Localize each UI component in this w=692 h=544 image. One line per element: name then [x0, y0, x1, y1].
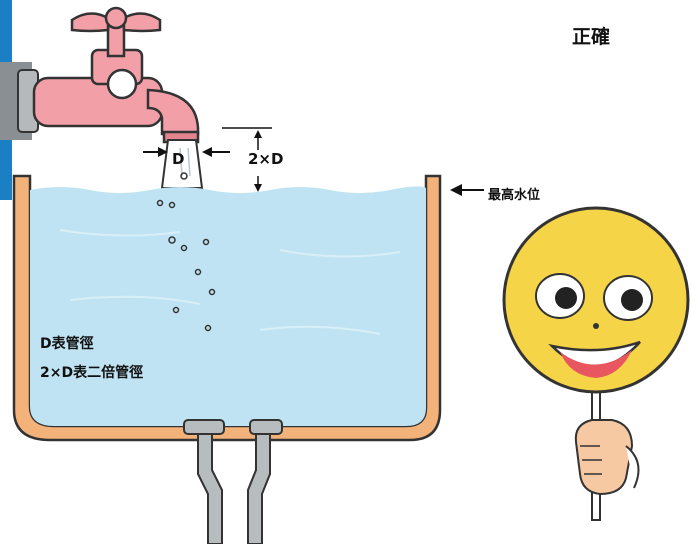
legend-line-1: D表管徑: [40, 336, 94, 352]
max-water-level-label: 最高水位: [488, 188, 541, 203]
water-stream: [160, 139, 204, 189]
air-bubbles: [156, 199, 216, 332]
pipe-diameter-label: D: [172, 150, 185, 168]
water-body: [30, 186, 426, 426]
diameter-dimension: [143, 147, 230, 157]
correct-label: 正確: [572, 26, 611, 48]
gap-dimension: [222, 127, 272, 192]
legend-line-2: 2×D表二倍管徑: [40, 365, 144, 381]
wall-mount: [0, 62, 39, 140]
gap-label: 2×D: [248, 150, 284, 168]
smiley-mascot: [502, 206, 690, 521]
max-level-arrow: [450, 184, 484, 196]
faucet-icon: [32, 6, 200, 144]
drain-pipes: [183, 419, 283, 544]
